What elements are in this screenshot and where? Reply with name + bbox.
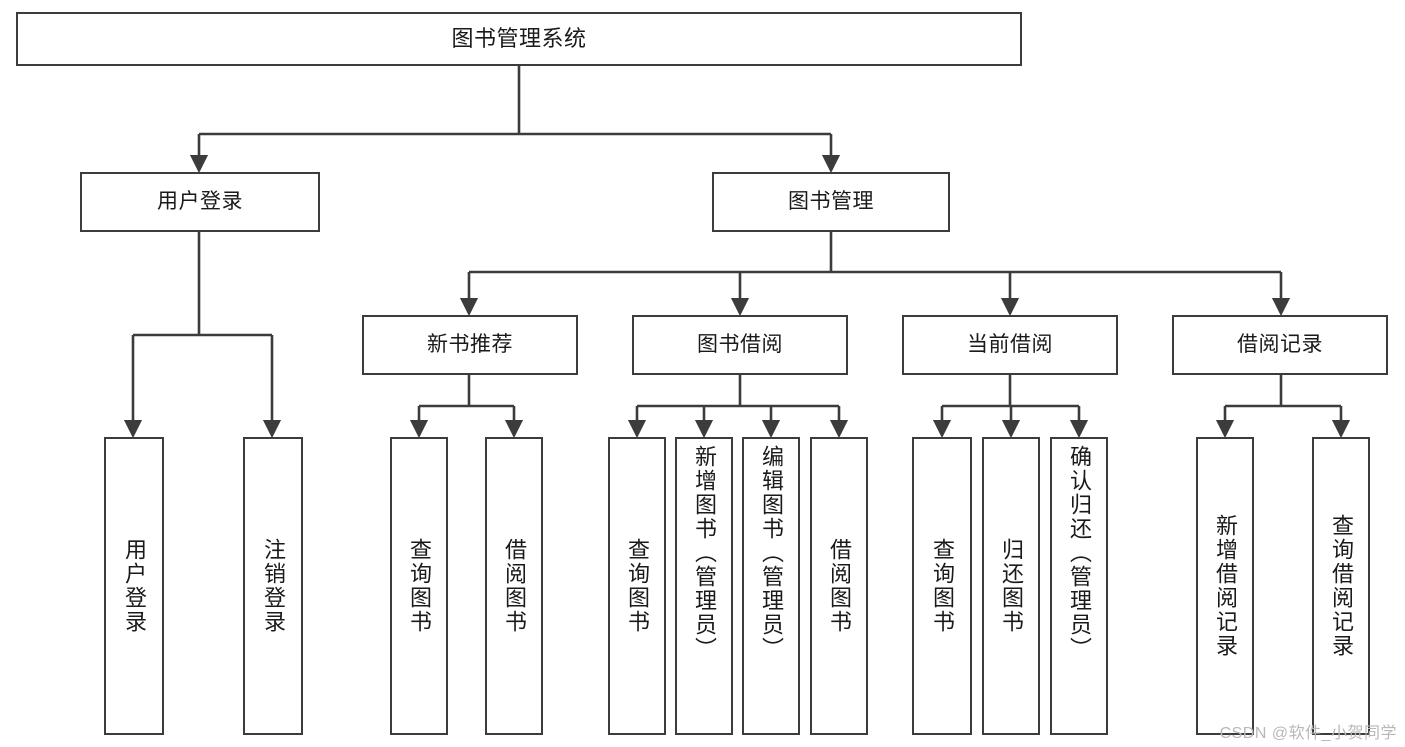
leaf-query-book-1-label: 查询图书: [407, 538, 432, 634]
node-current-borrow-label: 当前借阅: [967, 332, 1053, 356]
leaf-confirm-return[interactable]: 确认归还（管理员）: [1050, 437, 1108, 735]
leaf-logout-login-label: 注销登录: [261, 538, 286, 634]
leaf-return-book[interactable]: 归还图书: [982, 437, 1040, 735]
leaf-add-record-label: 新增借阅记录: [1213, 514, 1238, 658]
leaf-edit-book[interactable]: 编辑图书（管理员）: [742, 437, 800, 735]
node-root[interactable]: 图书管理系统: [16, 12, 1022, 66]
node-user-login[interactable]: 用户登录: [80, 172, 320, 232]
leaf-user-login[interactable]: 用户登录: [104, 437, 164, 735]
leaf-logout-login[interactable]: 注销登录: [243, 437, 303, 735]
leaf-query-book-3-label: 查询图书: [930, 538, 955, 634]
node-book-borrow-label: 图书借阅: [697, 332, 783, 356]
leaf-query-book-1[interactable]: 查询图书: [390, 437, 448, 735]
leaf-borrow-book-1-label: 借阅图书: [502, 538, 527, 634]
node-borrow-record-label: 借阅记录: [1237, 332, 1323, 356]
leaf-add-book[interactable]: 新增图书（管理员）: [675, 437, 733, 735]
node-user-login-label: 用户登录: [157, 189, 243, 213]
leaf-edit-book-label: 编辑图书（管理员）: [759, 445, 784, 661]
leaf-query-book-3[interactable]: 查询图书: [912, 437, 972, 735]
node-current-borrow[interactable]: 当前借阅: [902, 315, 1118, 375]
leaf-query-record[interactable]: 查询借阅记录: [1312, 437, 1370, 735]
node-root-label: 图书管理系统: [451, 26, 587, 52]
leaf-borrow-book-2-label: 借阅图书: [827, 538, 852, 634]
leaf-borrow-book-1[interactable]: 借阅图书: [485, 437, 543, 735]
node-new-book-recommend-label: 新书推荐: [427, 332, 513, 356]
node-borrow-record[interactable]: 借阅记录: [1172, 315, 1388, 375]
node-book-management[interactable]: 图书管理: [712, 172, 950, 232]
node-book-borrow[interactable]: 图书借阅: [632, 315, 848, 375]
leaf-query-book-2[interactable]: 查询图书: [608, 437, 666, 735]
leaf-return-book-label: 归还图书: [999, 538, 1024, 634]
leaf-confirm-return-label: 确认归还（管理员）: [1067, 445, 1092, 661]
leaf-add-book-label: 新增图书（管理员）: [692, 445, 717, 661]
node-new-book-recommend[interactable]: 新书推荐: [362, 315, 578, 375]
leaf-user-login-label: 用户登录: [122, 538, 147, 634]
node-book-management-label: 图书管理: [788, 189, 874, 213]
leaf-borrow-book-2[interactable]: 借阅图书: [810, 437, 868, 735]
leaf-add-record[interactable]: 新增借阅记录: [1196, 437, 1254, 735]
leaf-query-record-label: 查询借阅记录: [1329, 514, 1354, 658]
leaf-query-book-2-label: 查询图书: [625, 538, 650, 634]
